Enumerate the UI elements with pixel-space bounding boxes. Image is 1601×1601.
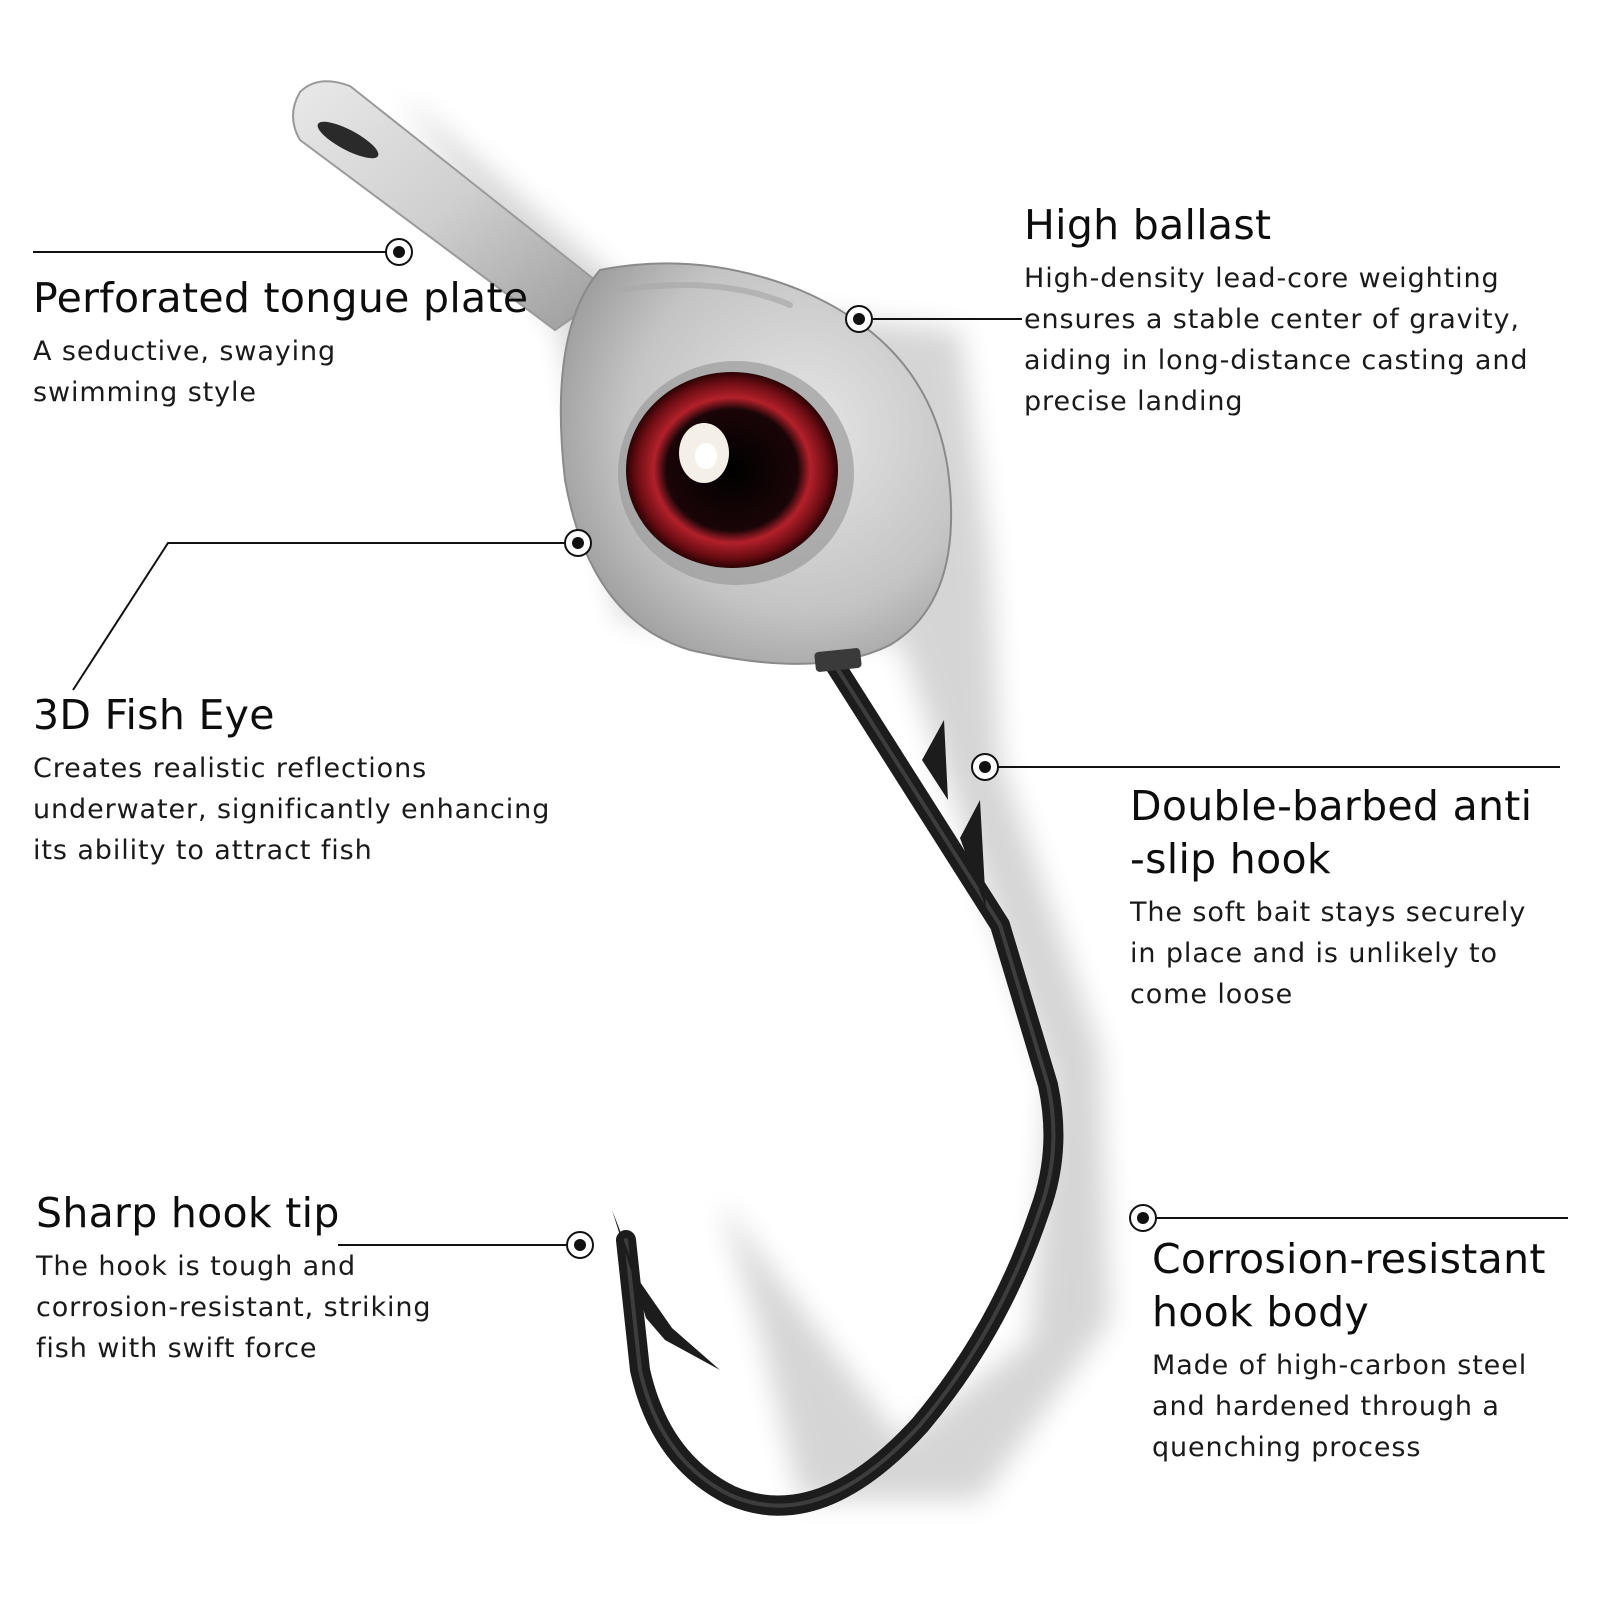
description-line: come loose — [1130, 979, 1294, 1010]
title-line: Double-barbed anti — [1130, 782, 1533, 830]
title-line: Corrosion-resistant — [1152, 1235, 1546, 1283]
fish-eye-graphic — [618, 361, 854, 585]
description-line: fish with swift force — [36, 1333, 318, 1364]
callout-description: The soft bait stays securely in place an… — [1130, 892, 1532, 1015]
callout-description: High-density lead-core weighting ensures… — [1024, 258, 1528, 422]
callout-high-ballast: High ballast High-density lead-core weig… — [1024, 199, 1528, 422]
callout-title: 3D Fish Eye — [33, 691, 275, 739]
description-line: corrosion-resistant, striking — [36, 1292, 432, 1323]
description-line: aiding in long-distance casting and — [1024, 345, 1529, 376]
callout-title: Double-barbed anti -slip hook — [1130, 780, 1532, 886]
leader-line-fish-eye — [72, 542, 565, 691]
description-line: in place and is unlikely to — [1130, 938, 1498, 969]
description-line: The soft bait stays securely — [1130, 897, 1527, 928]
description-line: and hardened through a — [1152, 1391, 1500, 1422]
hook — [612, 648, 1064, 1516]
description-line: underwater, significantly enhancing — [33, 794, 551, 825]
description-line: quenching process — [1152, 1432, 1422, 1463]
callout-description: Creates realistic reflections underwater… — [33, 748, 550, 871]
callout-title: Perforated tongue plate — [33, 274, 529, 322]
callout-dots — [385, 238, 1157, 1259]
callout-sharp-hook-tip: Sharp hook tip The hook is tough and cor… — [36, 1187, 431, 1369]
description-line: its ability to attract fish — [33, 835, 373, 866]
title-line: hook body — [1152, 1288, 1370, 1336]
title-line: -slip hook — [1130, 835, 1331, 883]
callout-dot-fish-eye — [564, 529, 592, 557]
description-line: High-density lead-core weighting — [1024, 263, 1500, 294]
callout-title: Corrosion-resistant hook body — [1152, 1233, 1546, 1339]
callout-perforated-tongue-plate: Perforated tongue plate A seductive, swa… — [33, 272, 528, 413]
callout-description: Made of high-carbon steel and hardened t… — [1152, 1345, 1546, 1468]
callout-description: A seductive, swaying swimming style — [33, 331, 528, 413]
description-line: ensures a stable center of gravity, — [1024, 304, 1520, 335]
callout-title: Sharp hook tip — [36, 1189, 340, 1237]
callout-dot-high-ballast — [845, 305, 873, 333]
description-line: Made of high-carbon steel — [1152, 1350, 1528, 1381]
description-line: swimming style — [33, 377, 257, 408]
callout-fish-eye: 3D Fish Eye Creates realistic reflection… — [33, 689, 550, 871]
description-line: Creates realistic reflections — [33, 753, 428, 784]
callout-dot-double-barbed — [971, 753, 999, 781]
callout-double-barbed-hook: Double-barbed anti -slip hook The soft b… — [1130, 780, 1532, 1015]
callout-dot-hook-tip — [566, 1231, 594, 1259]
callout-corrosion-resistant-body: Corrosion-resistant hook body Made of hi… — [1152, 1233, 1546, 1468]
callout-dot-tongue-plate — [385, 238, 413, 266]
callout-title: High ballast — [1024, 201, 1272, 249]
callout-description: The hook is tough and corrosion-resistan… — [36, 1246, 431, 1369]
leader-lines — [33, 251, 1568, 1246]
callout-dot-hook-body — [1129, 1204, 1157, 1232]
description-line: The hook is tough and — [36, 1251, 357, 1282]
description-line: A seductive, swaying — [33, 336, 337, 367]
description-line: precise landing — [1024, 386, 1244, 417]
